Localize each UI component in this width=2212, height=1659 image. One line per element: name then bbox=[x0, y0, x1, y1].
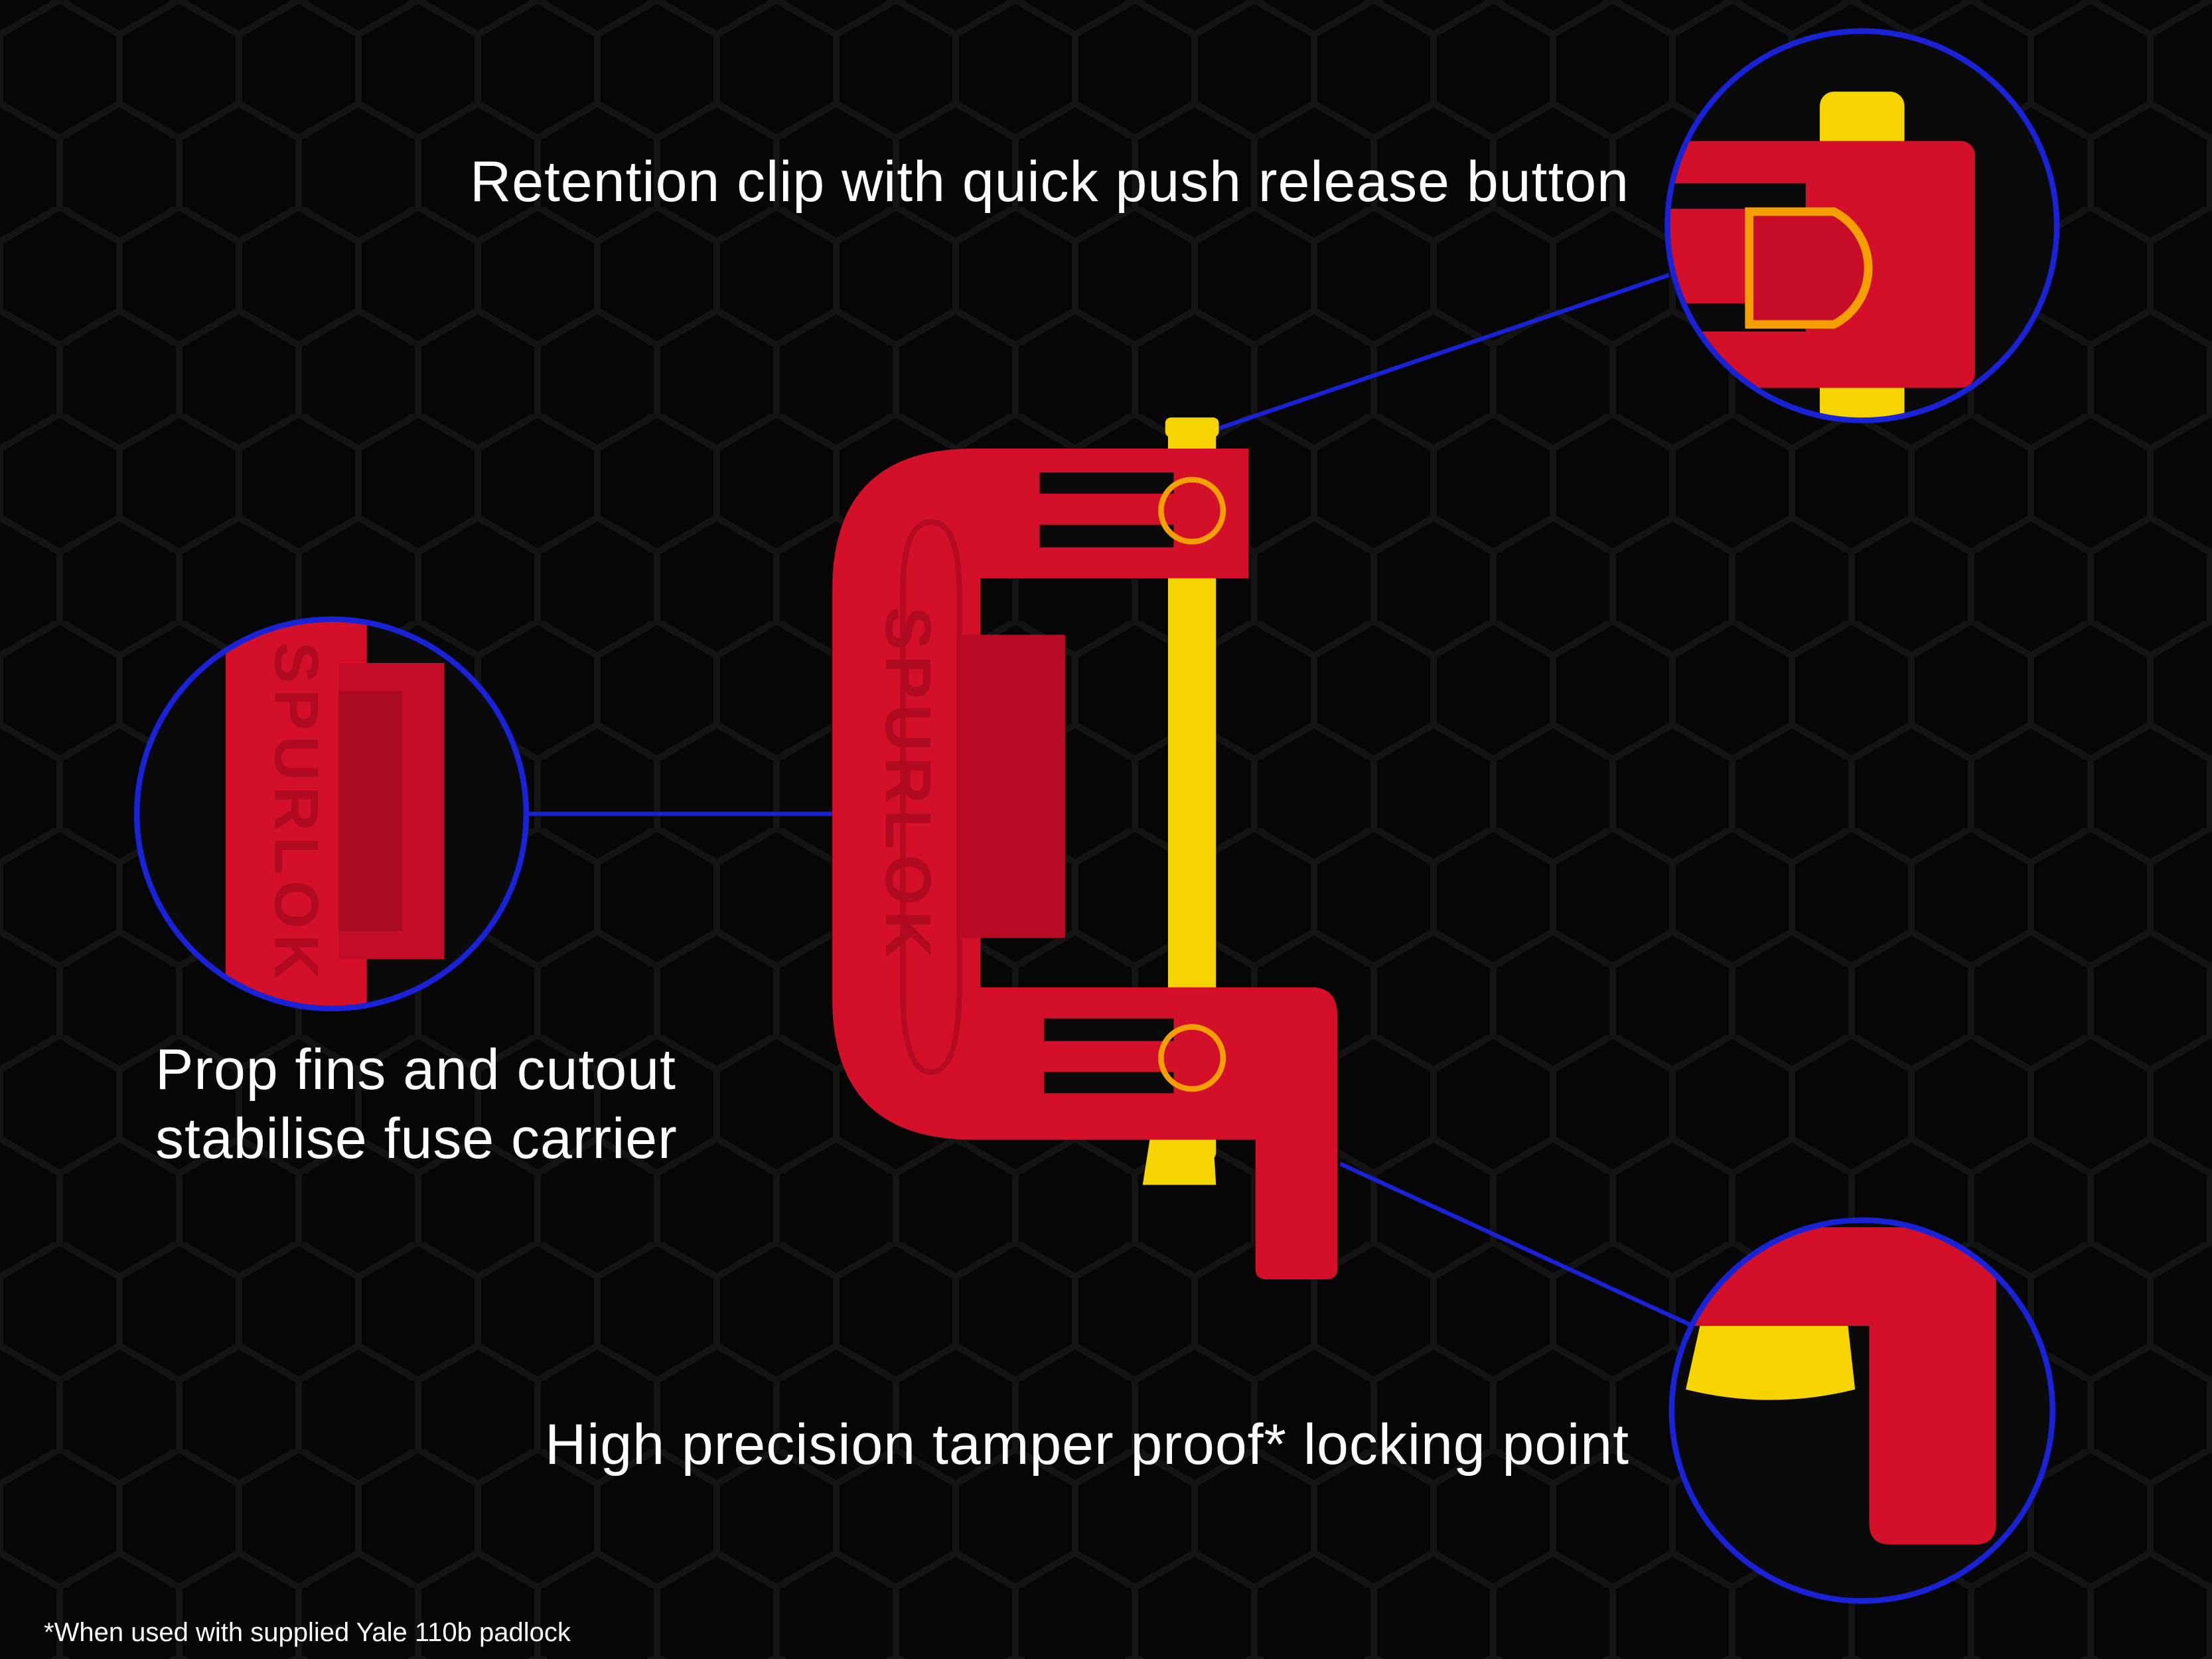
connector-line-lock bbox=[1339, 1161, 1694, 1328]
prop-fins bbox=[959, 634, 1065, 938]
detail-circle-bottom bbox=[1668, 1217, 2055, 1604]
callout-prop-fins: Prop fins and cutout stabilise fuse carr… bbox=[155, 1035, 678, 1173]
callout-prop-fins-line1: Prop fins and cutout bbox=[155, 1038, 676, 1102]
connector-line-retention bbox=[1212, 273, 1670, 433]
spurlok-logo-zoom: SPURLOK bbox=[261, 642, 331, 985]
callout-retention-clip: Retention clip with quick push release b… bbox=[470, 150, 1629, 214]
callout-locking-point: High precision tamper proof* locking poi… bbox=[545, 1413, 1629, 1477]
footnote: *When used with supplied Yale 110b padlo… bbox=[44, 1618, 571, 1647]
detail-prop-fins: SPURLOK bbox=[137, 619, 526, 1009]
spurlok-clamp: SPURLOK bbox=[832, 417, 1338, 1279]
detail-locking-point bbox=[1671, 1220, 2053, 1601]
detail-circle-top bbox=[1664, 28, 2060, 423]
yellow-pin bbox=[1167, 427, 1217, 1161]
callout-prop-fins-line2: stabilise fuse carrier bbox=[155, 1107, 678, 1171]
spurlok-logo: SPURLOK bbox=[872, 607, 945, 964]
detail-retention-clip bbox=[1667, 31, 2057, 421]
detail-circle-left bbox=[133, 616, 530, 1012]
